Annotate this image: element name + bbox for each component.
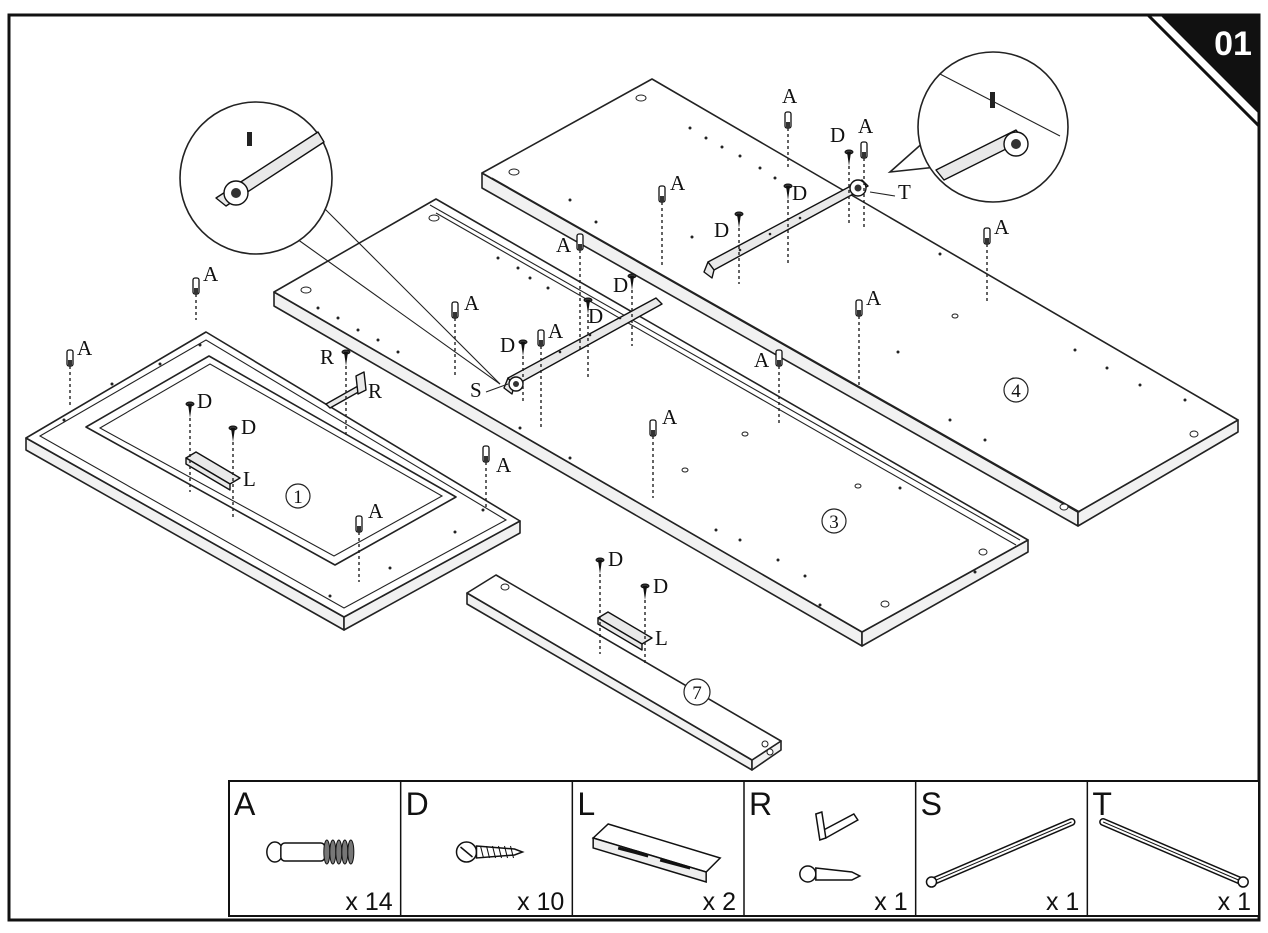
callout-cam-dowel: A [203, 262, 219, 286]
screw-icon [341, 349, 351, 436]
bracket-r [325, 371, 367, 409]
callout-cam-dowel: A [858, 114, 874, 138]
part-4-label: 4 [1011, 381, 1021, 402]
step-number: 01 [1214, 25, 1252, 63]
cam-dowel-icon [775, 349, 783, 426]
legend-cell-a: Ax 14 [234, 786, 393, 916]
callout-cam-dowel: A [782, 84, 798, 108]
callout-cam-dowel: A [866, 286, 882, 310]
legend-quantity: x 1 [1218, 888, 1251, 916]
callout-cam-dowel: A [77, 336, 93, 360]
callout-cam-dowel: A [548, 319, 564, 343]
cam-dowel-icon [649, 419, 657, 498]
cam-dowel-icon [266, 839, 355, 865]
callout-screw: D [500, 333, 515, 357]
cam-dowel-icon [855, 299, 863, 386]
callout-screw: D [792, 181, 807, 205]
drawer-rail-icon [925, 818, 1076, 888]
callout-screw: D [197, 389, 212, 413]
callout-screw: D [714, 218, 729, 242]
latch-l-strip [597, 611, 653, 651]
legend-letter: D [406, 786, 429, 822]
legend-letter: L [577, 786, 595, 822]
callout-cam-dowel: A [556, 233, 572, 257]
diagram-border [7, 13, 1261, 922]
cam-dowel-icon [482, 445, 490, 508]
screw-icon [518, 339, 528, 404]
angle-bracket-icon [799, 811, 862, 883]
callout-latch: L [243, 467, 256, 491]
callout-cam-dowel: A [670, 171, 686, 195]
fastener-group [66, 89, 997, 664]
legend-quantity: x 1 [874, 888, 907, 916]
magnetic-latch-icon [591, 823, 722, 884]
cam-dowel-icon [192, 277, 200, 320]
legend-letter: T [1092, 786, 1112, 822]
screw-icon [595, 557, 605, 654]
legend-quantity: x 2 [703, 888, 736, 916]
callout-screw: D [608, 547, 623, 571]
callout-cam-dowel: A [368, 499, 384, 523]
cam-dowel-icon [576, 233, 584, 350]
legend-quantity: x 10 [517, 888, 564, 916]
cam-dowel-icon [860, 141, 868, 230]
legend-cell-d: Dx 10 [399, 781, 564, 916]
callout-cam-dowel: A [994, 215, 1010, 239]
callout-cam-dowel: A [496, 453, 512, 477]
callout-screw: D [241, 415, 256, 439]
callout-screw: D [653, 574, 668, 598]
callout-rail-s: S [470, 378, 482, 402]
legend-quantity: x 1 [1046, 888, 1079, 916]
callout-bracket: R [320, 345, 334, 369]
callout-latch: L [655, 626, 668, 650]
legend-letter: A [234, 786, 256, 822]
legend-cell-t: Tx 1 [1086, 781, 1251, 916]
step-badge: 01 [1144, 13, 1261, 130]
panel-3: 3 [273, 198, 1029, 647]
callout-cam-dowel: A [662, 405, 678, 429]
part-1-label: 1 [293, 487, 303, 508]
screw-icon [185, 401, 195, 492]
cam-dowel-icon [537, 329, 545, 430]
legend-cell-r: Rx 1 [743, 781, 908, 916]
cam-dowel-icon [355, 515, 363, 582]
callout-screw: D [613, 273, 628, 297]
screw-icon [627, 273, 637, 346]
callout-screw: D [830, 123, 845, 147]
cam-dowel-icon [983, 227, 991, 302]
detail-view-s [179, 101, 501, 385]
callout-bracket: R [368, 379, 382, 403]
latch-l-door [185, 451, 241, 491]
screw-icon [783, 183, 793, 266]
drawer-rail-icon [1099, 818, 1249, 888]
screw-icon [844, 149, 854, 226]
cam-dowel-icon [451, 301, 459, 376]
detail-view-t [887, 51, 1069, 203]
screw-icon [734, 211, 744, 284]
cam-dowel-icon [784, 111, 792, 168]
callout-rail-t: T [898, 180, 911, 204]
cam-dowel-icon [658, 185, 666, 266]
screw-icon [228, 425, 238, 518]
callout-labels: AAAAAAAAAAAAAADDDDDDDDDDDDRRLLSSTT [77, 84, 1051, 650]
part-7-label: 7 [692, 683, 702, 704]
screw-icon [640, 583, 650, 664]
legend-quantity: x 14 [345, 888, 392, 916]
legend-cell-s: Sx 1 [914, 781, 1079, 916]
part-3-label: 3 [829, 512, 839, 533]
panel-7: 7 [466, 574, 782, 771]
screw-icon [583, 297, 593, 380]
callout-screw: D [588, 304, 603, 328]
cam-dowel-icon [66, 349, 74, 406]
legend-cell-l: Lx 2 [571, 781, 736, 916]
callout-cam-dowel: A [754, 348, 770, 372]
legend-letter: R [749, 786, 772, 822]
callout-cam-dowel: A [464, 291, 480, 315]
panel-1: 1 [25, 331, 521, 631]
screw-icon [455, 841, 525, 863]
legend-letter: S [921, 786, 942, 822]
